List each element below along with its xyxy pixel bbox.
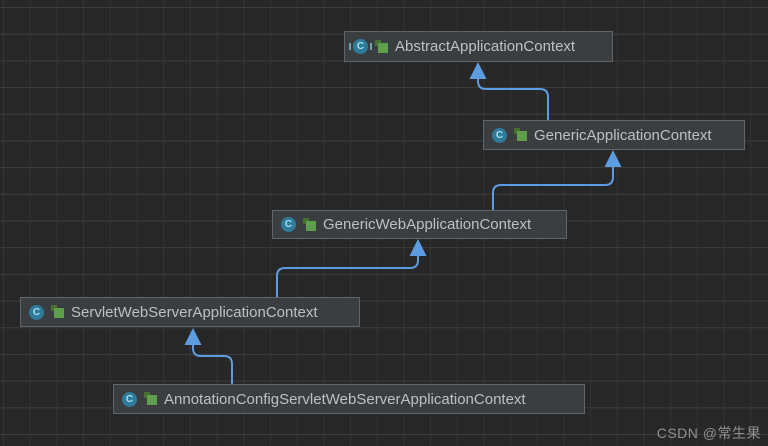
class-icon: C <box>281 217 296 232</box>
node-label: AbstractApplicationContext <box>395 38 576 55</box>
node-generic-application-context[interactable]: C GenericApplicationContext <box>483 120 745 150</box>
node-label: ServletWebServerApplicationContext <box>71 303 318 321</box>
csdn-watermark: CSDN @常生果 <box>656 425 761 441</box>
node-label: AnnotationConfigServletWebServerApplicat… <box>164 390 526 408</box>
class-icon: C <box>29 304 44 320</box>
node-label: GenericApplicationContext <box>534 126 712 144</box>
edge-genericweb-to-generic[interactable] <box>492 150 622 210</box>
key-icon <box>375 39 388 54</box>
key-icon <box>514 128 527 142</box>
node-generic-web-application-context[interactable]: C GenericWebApplicationContext <box>272 210 567 239</box>
node-servlet-web-server-application-context[interactable]: C ServletWebServerApplicationContext <box>20 297 360 327</box>
class-icon: C <box>492 127 507 143</box>
edge-servletwebserver-to-genericweb[interactable] <box>276 239 427 297</box>
node-annotation-config-servlet-web-server-application-context[interactable]: C AnnotationConfigServletWebServerApplic… <box>113 384 585 414</box>
node-abstract-application-context[interactable]: C AbstractApplicationContext <box>344 31 613 62</box>
key-icon <box>144 392 157 406</box>
class-icon: C <box>122 391 137 407</box>
edge-annotationconfig-to-servletwebserver[interactable] <box>184 328 233 384</box>
abstract-class-icon: C <box>349 39 372 54</box>
key-icon <box>51 305 64 319</box>
node-label: GenericWebApplicationContext <box>323 216 532 233</box>
key-icon <box>303 217 316 232</box>
edge-generic-to-abstract[interactable] <box>469 62 549 120</box>
